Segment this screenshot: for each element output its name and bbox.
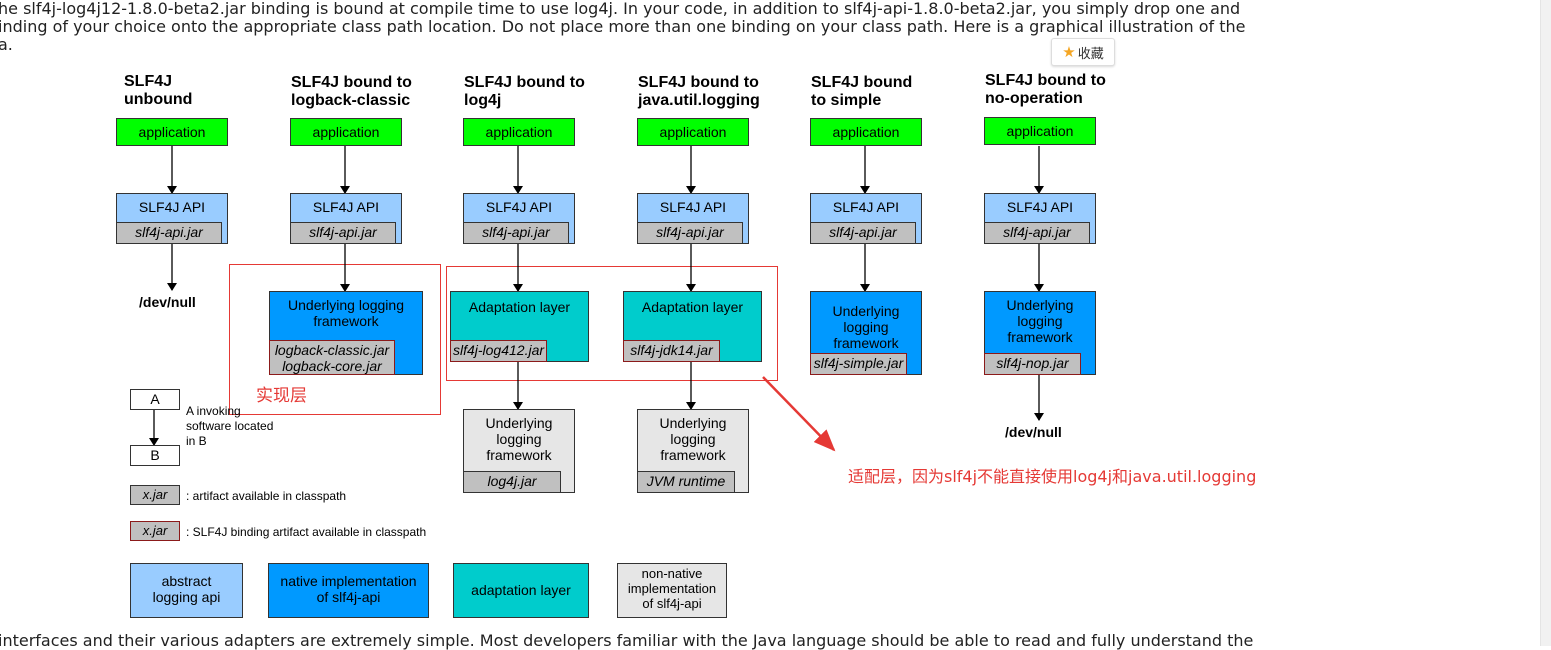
legend-native-impl: native implementation of slf4j-api [268, 563, 429, 618]
paragraph-line: he slf4j-log4j12-1.8.0-beta2.jar binding… [0, 0, 1241, 18]
paragraph-line: a. [0, 35, 13, 54]
api-jar: slf4j-api.jar [810, 222, 916, 244]
top-paragraph: he slf4j-log4j12-1.8.0-beta2.jar binding… [0, 0, 1538, 55]
legend-jar-sample: x.jar [130, 485, 180, 505]
bottom-paragraph: interfaces and their various adapters ar… [0, 631, 1254, 650]
framework-jar: JVM runtime [637, 471, 735, 493]
application-box: application [637, 118, 749, 146]
application-box: application [290, 118, 402, 146]
favorite-label: 收藏 [1077, 46, 1104, 62]
legend-jar-description: : artifact available in classpath [186, 489, 347, 503]
legend-non-native: non-native implementation of slf4j-api [617, 563, 727, 618]
binding-jar: slf4j-nop.jar [984, 353, 1081, 375]
legend-box-b: B [130, 445, 180, 466]
favorite-button[interactable]: ★ 收藏 [1051, 38, 1115, 66]
adapt-layer-highlight [446, 266, 778, 381]
legend-binding-sample: x.jar [130, 521, 180, 541]
legend-adaptation: adaptation layer [453, 563, 589, 618]
api-jar: slf4j-api.jar [984, 222, 1090, 244]
binding-jar: slf4j-log412.jar [450, 340, 547, 362]
paragraph-line: inding of your choice onto the appropria… [0, 17, 1246, 36]
devnull-label: /dev/null [1005, 424, 1062, 440]
devnull-label: /dev/null [139, 294, 196, 310]
legend-box-a: A [130, 389, 180, 410]
adapt-layer-annotation: 适配层，因为slf4j不能直接使用log4j和java.util.logging [848, 467, 1257, 486]
api-jar: slf4j-api.jar [116, 222, 222, 244]
binding-jar: slf4j-jdk14.jar [623, 340, 720, 362]
application-box: application [463, 118, 575, 146]
binding-jar: slf4j-simple.jar [810, 353, 907, 375]
framework-jar: log4j.jar [463, 471, 561, 493]
api-jar: slf4j-api.jar [637, 222, 743, 244]
impl-layer-annotation: 实现层 [256, 386, 307, 406]
application-box: application [984, 117, 1096, 145]
vertical-scrollbar[interactable] [1540, 0, 1551, 646]
legend-binding-description: : SLF4J binding artifact available in cl… [186, 525, 427, 539]
api-jar: slf4j-api.jar [290, 222, 396, 244]
impl-layer-highlight [229, 264, 441, 415]
application-box: application [116, 118, 228, 146]
legend-invoke-description: A invoking software located in B [186, 404, 274, 448]
application-box: application [810, 118, 922, 146]
legend-abstract-api: abstract logging api [130, 563, 243, 618]
annotation-arrow [762, 376, 836, 452]
api-jar: slf4j-api.jar [463, 222, 569, 244]
star-icon: ★ [1062, 43, 1076, 61]
